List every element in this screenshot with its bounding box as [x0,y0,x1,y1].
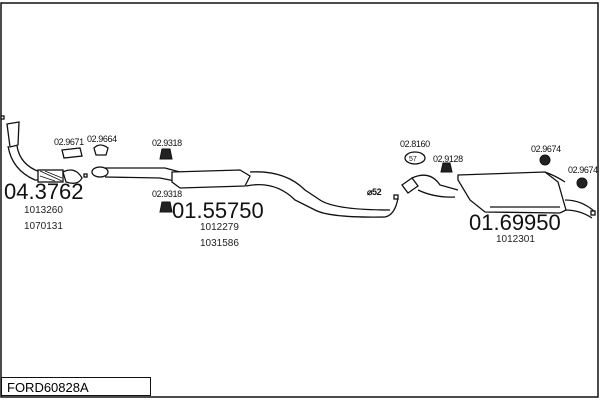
middle-silencer [91,166,399,218]
hanger-icon [159,148,173,160]
oe-ref: 1013260 [24,205,63,216]
clamp-icon: 57 [404,151,426,165]
accessory-label: 02.9128 [433,154,463,164]
accessory-label: 02.9664 [87,134,117,144]
diameter-label: ⌀52 [367,187,382,197]
diagram-code: FORD60828A [1,377,151,396]
accessory-label: 02.9674 [568,165,598,175]
front-pipe [0,115,88,184]
accessory-label: 02.9674 [531,144,561,154]
part-number: 04.3762 [4,179,84,204]
hanger-icon [440,162,453,173]
ring-icon [576,177,588,189]
accessory-label: 02.9318 [152,189,182,199]
part-number: 01.69950 [469,210,561,235]
oe-ref: 1012279 [200,222,239,233]
svg-text:57: 57 [409,156,417,163]
ring-icon [539,154,551,166]
accessory-label: 02.9671 [54,137,84,147]
accessory-label: 02.8160 [400,139,430,149]
part-number: 01.55750 [172,198,264,223]
gasket-icon [93,144,109,156]
accessory-label: 02.9318 [152,138,182,148]
hanger-icon [159,201,173,213]
oe-ref: 1070131 [24,221,63,232]
gasket-icon [61,147,83,159]
oe-ref: 1012301 [496,234,535,245]
oe-ref: 1031586 [200,238,239,249]
rear-silencer [401,171,596,219]
